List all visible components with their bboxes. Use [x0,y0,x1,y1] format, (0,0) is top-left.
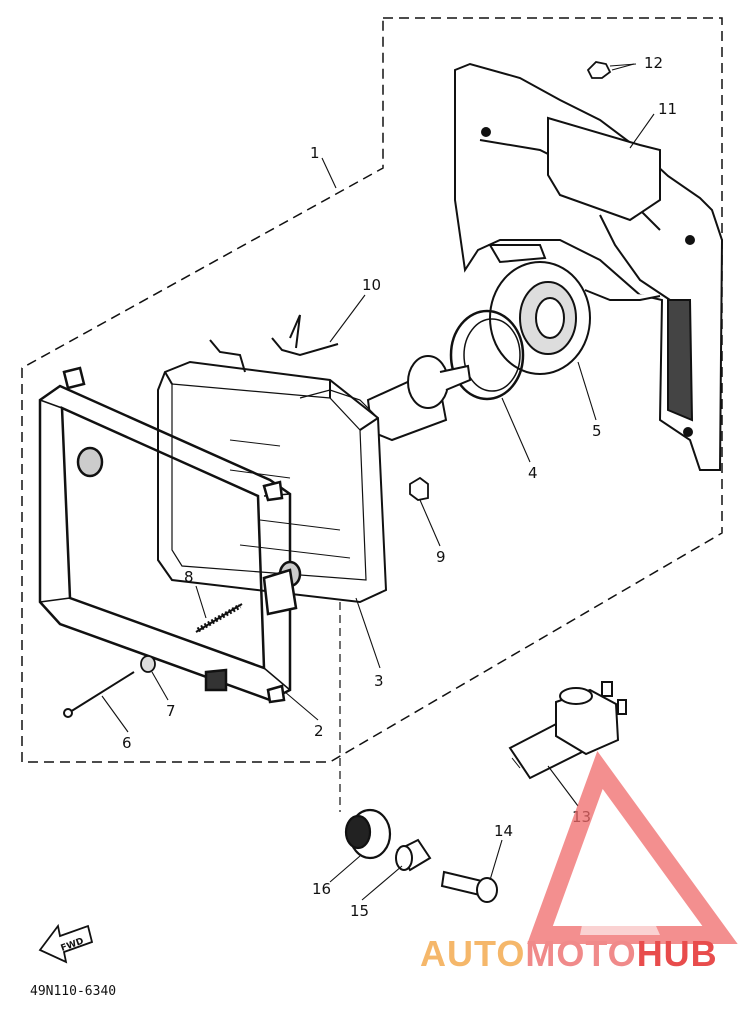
watermark-auto: AUTO [420,933,525,974]
label-10: 10 [362,276,381,294]
label-9: 9 [436,548,446,566]
label-8: 8 [184,568,194,586]
drawing-code: 49N110-6340 [30,984,116,999]
collar-part-15 [395,838,432,872]
label-6: 6 [122,734,132,752]
clip-part-9 [409,476,429,501]
clip-part-10 [271,314,339,357]
label-3: 3 [374,672,384,690]
watermark-logo-icon [527,751,738,944]
label-12: 12 [644,54,663,72]
socket-housing-part-5 [489,261,661,375]
part-labels: 1 2 3 4 5 6 7 8 9 10 11 12 13 14 15 16 [122,54,677,920]
screw-part-6 [63,671,135,718]
label-11: 11 [658,100,677,118]
bolt-part-14 [440,870,498,903]
bracket-part-11 [454,62,724,471]
grommet-part-16 [344,808,392,860]
watermark-text: AUTOMOTOHUB [420,933,718,974]
watermark-hub: HUB [637,933,718,974]
retaining-ring-part-4 [449,309,525,401]
fwd-arrow-icon: FWD [38,923,94,964]
label-1: 1 [310,144,320,162]
label-15: 15 [350,902,369,920]
nut-part-7 [140,655,156,673]
label-16: 16 [312,880,331,898]
label-4: 4 [528,464,538,482]
label-2: 2 [314,722,324,740]
watermark-moto: MOTO [525,933,636,974]
leader-lines [101,63,655,901]
headlight-unit-part-3 [157,339,388,604]
label-14: 14 [494,822,513,840]
bulb-in-lamp [366,355,472,442]
rim-part-2 [38,366,302,704]
assembly-boundary [21,17,723,763]
label-7: 7 [166,702,176,720]
screw-part-8 [195,603,243,633]
label-5: 5 [592,422,602,440]
bulb-part-13 [508,681,627,780]
